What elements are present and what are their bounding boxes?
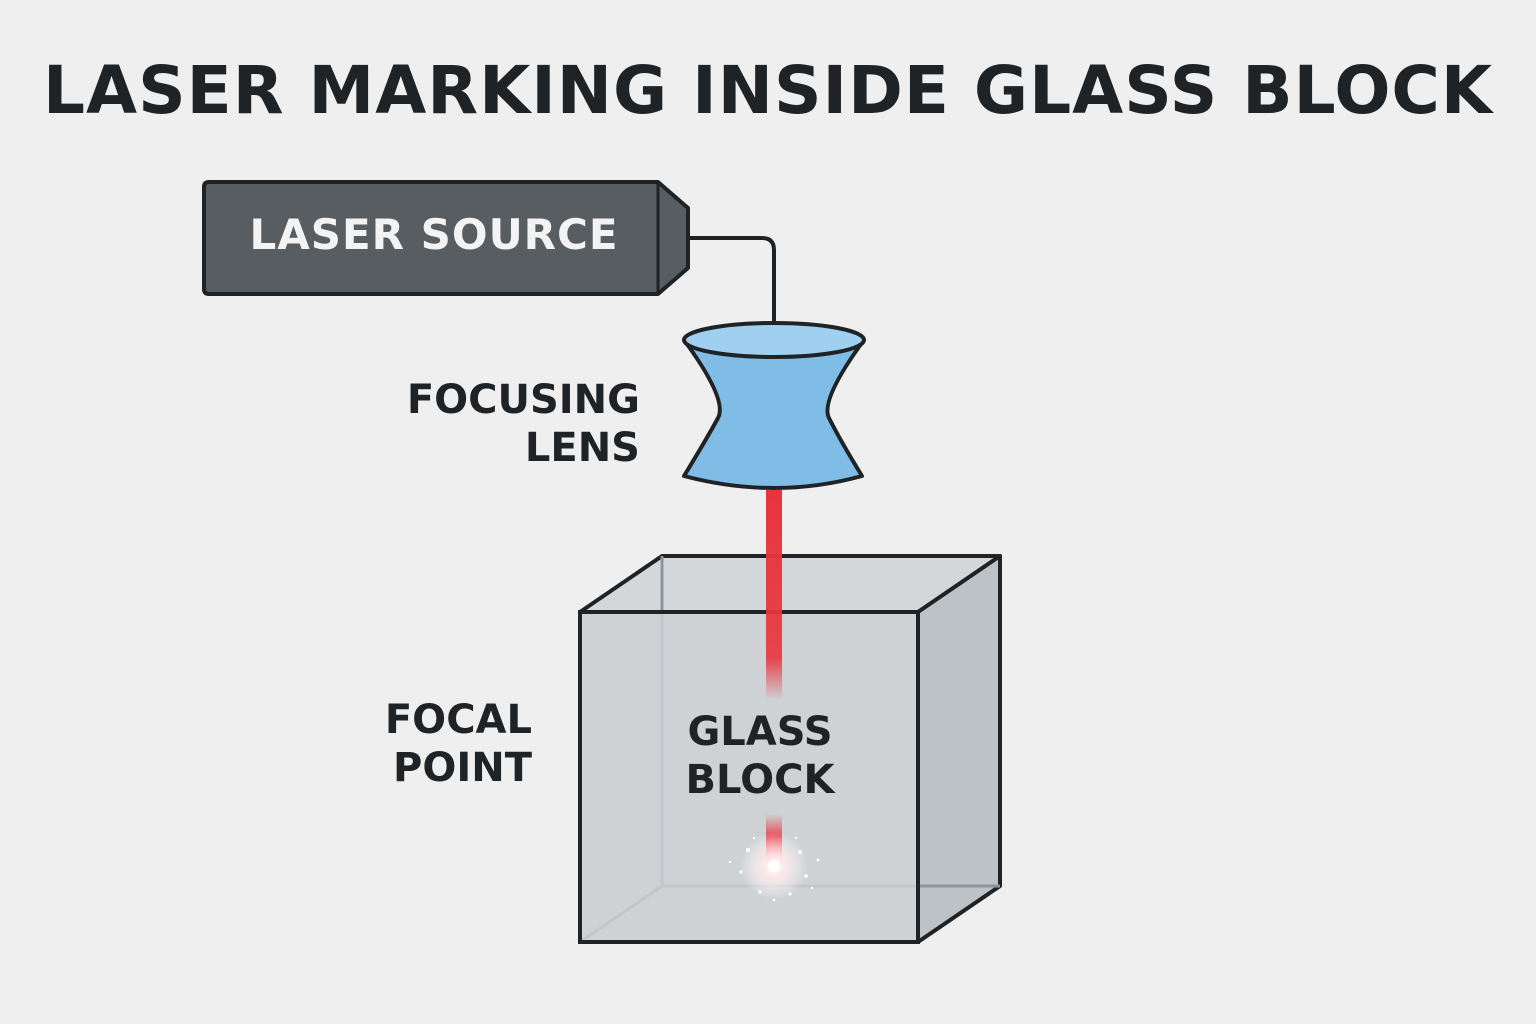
focusing-lens-label: FOCUSING LENS [407,376,640,472]
focusing-lens-body [682,338,866,490]
laser-source-label-text: LASER SOURCE [249,210,619,259]
focusing-lens [682,321,866,490]
laser-beam-upper [766,490,782,700]
laser-cable [688,236,776,338]
laser-source [202,180,690,296]
focal-point-label-line2: POINT [393,745,532,791]
glass-block-label: GLASS BLOCK [660,708,860,804]
spark-core [768,860,780,872]
focal-point-label: FOCAL POINT [385,696,532,792]
focusing-lens-label-line2: LENS [524,425,640,471]
focal-point-spark [728,832,820,902]
spark-particles [728,836,820,902]
focusing-lens-label-line1: FOCUSING [406,377,640,423]
glass-block-label-line2: BLOCK [685,757,835,803]
laser-source-label: LASER SOURCE [206,210,662,260]
glass-block-label-line1: GLASS [687,709,833,755]
focusing-lens-top-rim [682,321,866,359]
glass-block-side-face [916,554,1002,944]
focal-point-label-line1: FOCAL [384,697,532,743]
diagram-title: LASER MARKING INSIDE GLASS BLOCK [42,52,1494,129]
laser-source-body [202,180,690,296]
